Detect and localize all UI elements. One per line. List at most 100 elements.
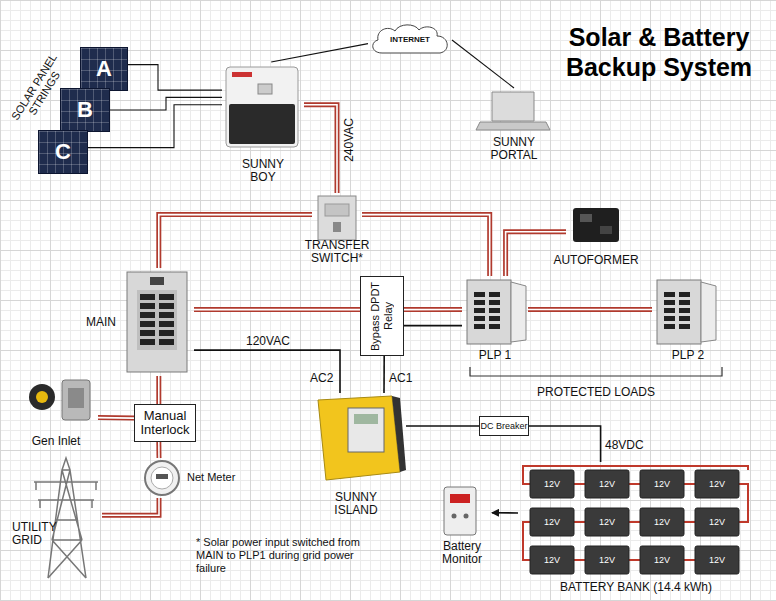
wire-stroke [452,40,514,88]
battery-rating: 12V [640,554,684,566]
control-wire [406,426,479,427]
battery-cell [585,546,629,574]
transfer-switch: TRANSFER SWITCH* [312,193,362,265]
wire-stroke [159,215,312,268]
inverter-body [226,67,298,147]
battery-monitor-art [464,514,469,519]
battery-inverter: SUNNY ISLAND [306,393,406,517]
sunny-island-art [318,396,400,480]
battery-rating: 12V [530,554,574,566]
inverter-body [226,67,298,147]
group-label: PROTECTED LOADS [470,385,722,399]
plp2-panel-art [664,292,690,329]
power-wire [98,417,134,419]
net-meter-art [145,461,179,495]
wire-stroke [98,415,134,421]
node-label: B [77,98,93,122]
node-label: SUNNY BOY [233,158,293,184]
sunny-island-art [354,414,378,424]
power-wire [158,376,159,404]
breaker-box: DC Breaker [479,416,529,436]
battery-rating: 12V [530,516,574,528]
node-label: SUNNY PORTAL [484,136,544,162]
battery-cell [640,470,684,498]
node-label: Bypass DPDT Relay [369,279,395,353]
wire-stroke [156,442,161,458]
wire-stroke [404,325,462,327]
wire-label: 240VAC [342,118,356,162]
plp1-panel-art [474,292,500,329]
inverter: SUNNY BOY [222,62,304,184]
node-label: SUNNY ISLAND [326,491,386,517]
battery-monitor-art [452,514,457,519]
signal-wire [271,44,368,62]
sunny-island-art [392,396,406,472]
wire-stroke [362,215,490,276]
inverter-body [232,72,252,77]
node-label: A [96,57,112,81]
wire-stroke [404,307,462,312]
autoformer-box [580,214,592,222]
node-label: C [55,140,71,164]
node-label: DC Breaker [480,421,527,431]
wire-stroke [98,417,134,419]
power-wire [528,309,652,310]
battery-rating: 12V [585,516,629,528]
battery-rating: 12V [695,516,739,528]
power-wire [194,309,360,310]
main-panel-art [140,294,174,345]
battery-monitor-art [444,487,476,535]
battery-cell [695,546,739,574]
battery-cell [530,508,574,536]
battery-cell [530,546,574,574]
wire-label: 48VDC [605,438,644,452]
node-label: Battery Monitor [432,540,492,566]
port-label: AC2 [310,371,338,385]
node-label: PLP 1 [462,349,528,362]
diagram-title: Solar & Battery Backup System [548,22,770,82]
battery-rating: 12V [695,478,739,490]
breaker-panel: PLP 1 [462,276,528,362]
wire-stroke [156,376,161,404]
battery-cell [530,470,739,574]
wire-stroke [159,215,312,268]
battery-cell [640,508,684,536]
wire-label: 120VAC [246,334,290,348]
internet-cloud: INTERNET [368,22,452,58]
wire-stroke [194,350,340,393]
wire-stroke [528,307,652,312]
control-wire [194,350,340,393]
power-wire [362,215,490,276]
utility-grid: UTILITY GRID [10,455,102,583]
inverter-body [229,104,295,144]
breaker-panel: MAIN [84,268,194,376]
battery-cell [585,508,629,536]
node-label: Net Meter [187,471,235,484]
battery-cell [640,546,684,574]
main-panel-art [127,272,187,372]
battery-rating: 12V [640,478,684,490]
loads-bracket [470,367,722,376]
node-label: PLP 2 [652,349,724,362]
node-label: MAIN [86,316,116,329]
node-label: TRANSFER SWITCH* [302,239,372,265]
wire-stroke [102,498,159,515]
solar-panel: A [80,47,128,91]
wire-stroke [404,309,462,311]
battery-cell [695,508,739,536]
battery-monitor-art [444,487,476,535]
plp2-panel-art [657,280,716,344]
plp1-panel-art [467,280,511,344]
wire-stroke [128,65,222,91]
wire-stroke [492,512,518,514]
wire-stroke [528,309,652,311]
wire-stroke [383,356,385,393]
wire-stroke [271,44,368,62]
signal-wire [110,97,222,110]
net-meter-art [151,467,173,489]
sunny-island-art [318,396,406,480]
battery-cell [585,470,629,498]
transmission-tower [34,458,98,578]
signal-wire [128,65,222,91]
